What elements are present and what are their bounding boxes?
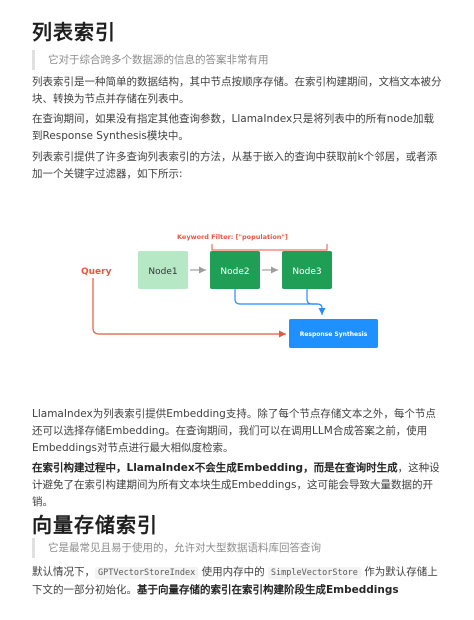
keyword-filter-bracket bbox=[211, 244, 328, 251]
vector-store-text-mid: 使用内存中的 bbox=[198, 566, 268, 578]
node3-label: Node3 bbox=[292, 267, 321, 277]
query-label: Query bbox=[81, 267, 112, 277]
blockquote-list-index: 它对于综合跨多个数据源的信息的答案非常有用 bbox=[32, 50, 442, 70]
arrow-node3-synth bbox=[306, 289, 317, 305]
blockquote-vector-store-index: 它是最常见且易于使用的，允许对大型数据语料库回答查询 bbox=[32, 538, 442, 558]
node3-box bbox=[282, 251, 332, 289]
arrow-node2-synth bbox=[234, 289, 326, 315]
node1-label: Node1 bbox=[148, 267, 177, 277]
response-synthesis-box bbox=[289, 319, 378, 348]
paragraph-query-time: 在查询期间，如果没有指定其他查询参数，LlamaIndex只是将列表中的所有no… bbox=[32, 113, 434, 142]
vector-store-text-pre: 默认情况下， bbox=[32, 566, 95, 578]
vector-store-text-post: 作为默认存储上下文的一部分初始化。 bbox=[32, 566, 438, 596]
embedding-generation-bold: 在索引构建过程中，LlamaIndex不会生成Embedding，而是在查询时生… bbox=[32, 462, 398, 474]
paragraph-vector-store-default: 默认情况下，GPTVectorStoreIndex 使用内存中的 SimpleV… bbox=[32, 564, 444, 599]
section-title-vector-store-index: 向量存储索引 bbox=[32, 513, 158, 537]
section-title-list-index: 列表索引 bbox=[32, 20, 116, 44]
node1-box bbox=[138, 251, 188, 289]
paragraph-embedding-generation: 在索引构建过程中，LlamaIndex不会生成Embedding，而是在查询时生… bbox=[32, 460, 444, 511]
node2-label: Node2 bbox=[220, 267, 249, 277]
paragraph-list-index-intro: 列表索引是一种简单的数据结构，其中节点按顺序存储。在索引构建期间，文档文本被分块… bbox=[32, 76, 442, 105]
keyword-filter-label: Keyword Filter: ["population"] bbox=[177, 233, 288, 241]
paragraph-embedding-support: LlamaIndex为列表索引提供Embedding支持。除了每个节点存储文本之… bbox=[32, 408, 436, 454]
keyword-filter-diagram: Keyword Filter: ["population"] Query Nod… bbox=[81, 233, 378, 348]
embedding-generation-rest: ，这种设计避免了在索引构建期间为所有文本块生成Embeddings，这可能会导致… bbox=[32, 462, 440, 508]
vector-store-bold: 基于向量存储的索引在索引构建阶段生成Embeddings bbox=[137, 584, 399, 596]
response-synthesis-label: Response Synthesis bbox=[300, 331, 368, 338]
query-arrow bbox=[92, 278, 286, 338]
code-simplevectorstore: SimpleVectorStore bbox=[267, 567, 361, 579]
paragraph-query-methods: 列表索引提供了许多查询列表索引的方法，从基于嵌入的查询中获取前k个邻居，或者添加… bbox=[32, 151, 438, 180]
node2-box bbox=[210, 251, 260, 289]
code-gptvectorstoreindex: GPTVectorStoreIndex bbox=[95, 567, 199, 579]
